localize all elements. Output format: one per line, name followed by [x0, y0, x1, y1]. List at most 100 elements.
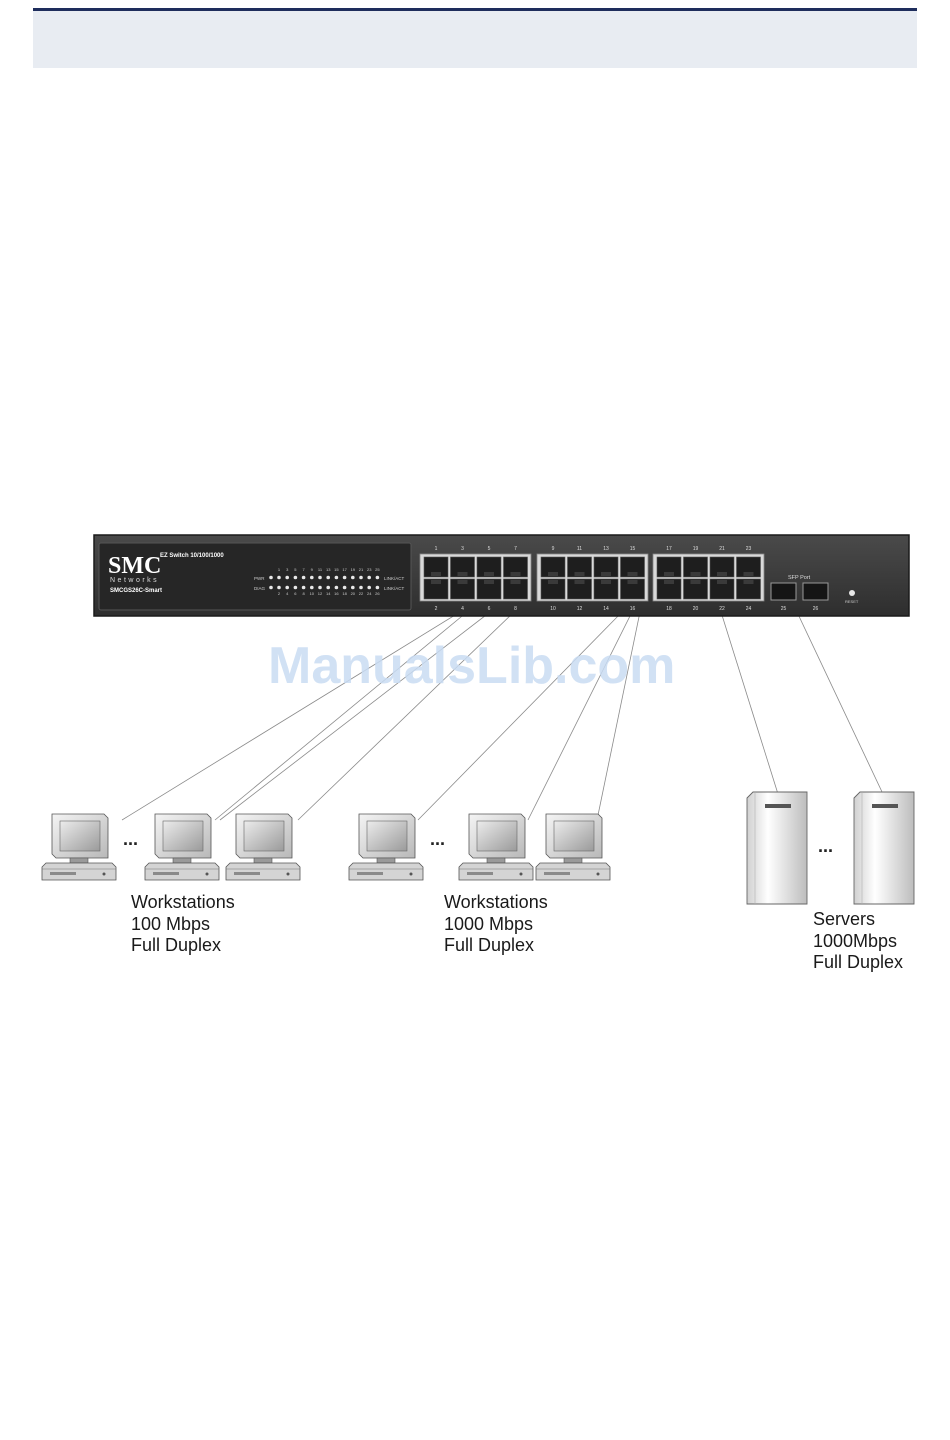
desktop-case — [348, 862, 424, 881]
port-number-bottom: 24 — [746, 606, 752, 612]
rj45-port[interactable] — [540, 556, 566, 578]
rj45-port[interactable] — [656, 578, 682, 600]
port-number-top: 13 — [603, 546, 609, 552]
led-number-bottom: 8 — [302, 591, 305, 596]
port-number-top: 17 — [666, 546, 672, 552]
rj45-latch — [690, 580, 701, 584]
led-bottom — [351, 585, 355, 590]
rj45-port[interactable] — [620, 578, 645, 600]
power-icon — [596, 872, 600, 876]
led-number-top: 19 — [351, 567, 356, 572]
caption-group-1: Workstations 100 Mbps Full Duplex — [131, 892, 235, 957]
rj45-port[interactable] — [736, 578, 761, 600]
rj45-port[interactable] — [503, 556, 528, 578]
rj45-port[interactable] — [503, 578, 528, 600]
monitor-screen — [59, 820, 101, 852]
led-panel: 1234567891011121314151617181920212223242… — [269, 567, 380, 596]
rj45-port[interactable] — [476, 556, 502, 578]
diag-led — [269, 585, 273, 590]
rj45-port[interactable] — [656, 556, 682, 578]
led-bottom — [334, 585, 339, 590]
rj45-port[interactable] — [567, 578, 592, 600]
rj45-latch — [431, 572, 441, 576]
port-number-top: 11 — [577, 546, 582, 552]
switch-chassis: SMC Networks SMCGS26C-Smart EZ Switch 10… — [93, 534, 910, 617]
monitor-screen — [476, 820, 518, 852]
sfp-port-number: 26 — [813, 606, 819, 612]
rj45-port[interactable] — [476, 578, 502, 600]
led-top — [367, 575, 372, 580]
led-top — [293, 575, 298, 580]
rj45-port[interactable] — [709, 578, 735, 600]
workstation-icon — [535, 813, 611, 881]
led-bottom — [326, 585, 331, 590]
led-bottom — [277, 585, 281, 590]
led-number-bottom: 10 — [310, 591, 315, 596]
server-icon — [746, 791, 808, 905]
monitor-screen — [243, 820, 285, 852]
port-number-bottom: 14 — [603, 606, 609, 612]
monitor-stand — [69, 857, 89, 864]
sfp-port[interactable] — [802, 582, 829, 601]
led-top — [277, 575, 281, 580]
workstation-icon — [348, 813, 424, 881]
port-number-bottom: 16 — [630, 606, 636, 612]
port-number-top: 3 — [461, 546, 464, 552]
rj45-latch — [743, 572, 754, 576]
rj45-latch — [627, 572, 638, 576]
rj45-port[interactable] — [709, 556, 735, 578]
led-number-bottom: 20 — [351, 591, 356, 596]
reset-button[interactable] — [849, 590, 855, 596]
rj45-port[interactable] — [683, 578, 708, 600]
pwr-led-label: PWR — [254, 576, 265, 581]
page-header-band — [33, 8, 917, 68]
drive-bay — [153, 872, 179, 875]
rj45-port[interactable] — [450, 556, 475, 578]
sfp-port-number: 25 — [781, 606, 787, 612]
brand-subtitle: Networks — [110, 577, 159, 584]
rj45-latch — [664, 580, 674, 584]
power-icon — [286, 872, 290, 876]
workstation-icon — [41, 813, 117, 881]
caption-2-line3: Full Duplex — [444, 935, 535, 955]
led-number-bottom: 18 — [342, 591, 347, 596]
caption-2-line1: Workstations — [444, 892, 548, 912]
port-number-bottom: 8 — [514, 606, 517, 612]
ellipsis-group-3: ... — [818, 836, 833, 856]
tower-body — [746, 791, 808, 905]
rj45-port[interactable] — [423, 578, 449, 600]
pwr-led — [269, 575, 273, 580]
rj45-port[interactable] — [593, 556, 619, 578]
led-top — [359, 575, 363, 580]
led-bottom — [318, 585, 322, 590]
led-top — [334, 575, 339, 580]
rj45-port[interactable] — [593, 578, 619, 600]
led-number-top: 21 — [359, 567, 364, 572]
caption-1-line2: 100 Mbps — [131, 913, 211, 934]
led-number-bottom: 12 — [318, 591, 323, 596]
rj45-port[interactable] — [683, 556, 708, 578]
led-number-top: 3 — [286, 567, 289, 572]
desktop-case — [144, 862, 220, 881]
rj45-port[interactable] — [450, 578, 475, 600]
rj45-port[interactable] — [736, 556, 761, 578]
rj45-port[interactable] — [620, 556, 645, 578]
rj45-port[interactable] — [540, 578, 566, 600]
caption-1-line3: Full Duplex — [131, 935, 222, 955]
monitor-stand — [376, 857, 396, 864]
devices — [41, 791, 915, 905]
sfp-port[interactable] — [770, 582, 797, 601]
rj45-port[interactable] — [423, 556, 449, 578]
led-bottom — [310, 585, 314, 590]
port-number-bottom: 22 — [719, 606, 725, 612]
tower-bay — [872, 804, 898, 808]
monitor-screen — [366, 820, 408, 852]
drive-bay — [357, 872, 383, 875]
led-number-bottom: 26 — [375, 591, 380, 596]
port-number-top: 21 — [719, 546, 725, 552]
rj45-latch — [743, 580, 754, 584]
rj45-port[interactable] — [567, 556, 592, 578]
product-line: EZ Switch 10/100/1000 — [160, 553, 224, 559]
ellipsis-group-2: ... — [430, 829, 445, 849]
led-number-bottom: 14 — [326, 591, 331, 596]
